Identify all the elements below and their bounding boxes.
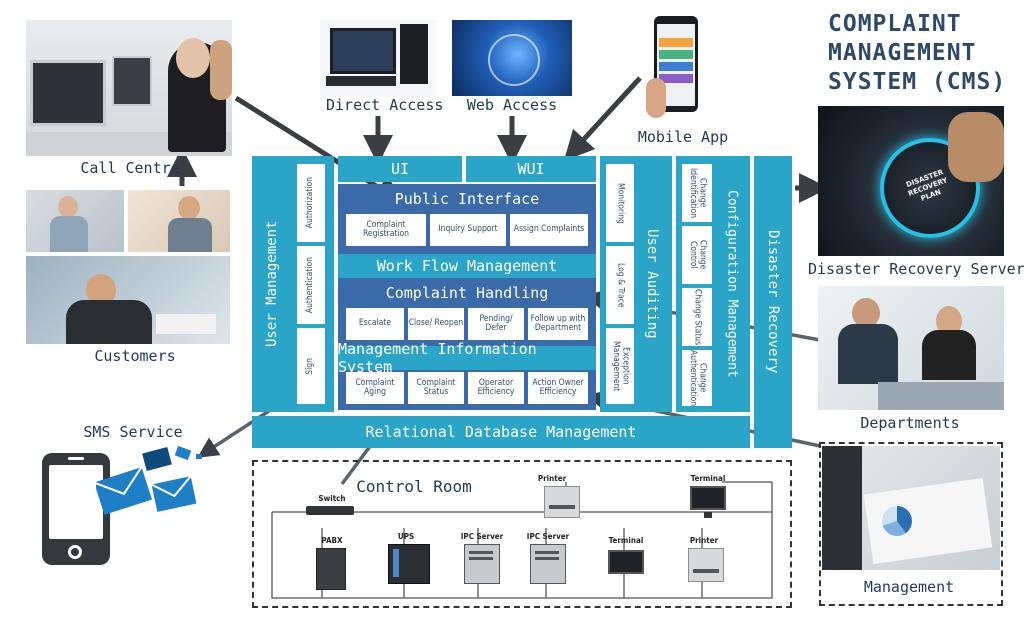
follow-up-box: Follow up with Department — [528, 308, 588, 340]
title-line-2: MANAGEMENT — [828, 40, 977, 66]
title-line-1: COMPLAINT — [828, 11, 962, 37]
disaster-recovery-label: Disaster Recovery — [765, 230, 781, 374]
sign-on-box: Sign — [297, 328, 325, 404]
ipc-server-2-label: IPC Server — [526, 532, 570, 541]
change-control-box: Change Control — [682, 226, 712, 284]
web-access-photo — [452, 20, 572, 96]
ui-bar: UI — [338, 156, 462, 182]
user-auditing-label: User Auditing — [644, 229, 660, 339]
log-trace-box: Log & Trace — [606, 246, 634, 324]
terminal-top-icon — [690, 486, 726, 518]
action-owner-efficiency-box: Action Owner Efficiency — [528, 372, 588, 404]
management-photo — [822, 446, 1000, 570]
monitoring-box: Monitoring — [606, 164, 634, 242]
customer-photo-3 — [26, 256, 230, 344]
control-room-frame — [252, 460, 792, 608]
call-centre-label: Call Centre — [80, 159, 180, 177]
terminal-bottom-label: Terminal — [608, 536, 644, 545]
user-management-label: User Management — [264, 220, 280, 348]
ipc-server-2-icon — [530, 544, 566, 584]
disaster-recovery-server-label: Disaster Recovery Server — [808, 260, 1024, 278]
direct-access-label: Direct Access — [326, 96, 444, 114]
escalate-box: Escalate — [346, 308, 404, 340]
phone-icon — [42, 453, 110, 565]
printer-bottom-label: Printer — [689, 536, 719, 545]
pending-defer-box: Pending/ Defer — [468, 308, 524, 340]
complaint-handling-title: Complaint Handling — [385, 284, 549, 302]
customers-label: Customers — [94, 347, 176, 365]
printer-top-icon — [544, 486, 580, 518]
customer-photo-1 — [26, 190, 124, 252]
terminal-bottom-icon — [608, 550, 644, 574]
pabx-label: PABX — [321, 536, 343, 545]
arrow-mobile-app — [563, 76, 642, 162]
management-frame — [819, 442, 1003, 606]
mobile-app-photo — [646, 14, 710, 122]
ipc-server-1-icon — [464, 544, 500, 584]
ipc-server-1-label: IPC Server — [460, 532, 504, 541]
complaint-registration-box: Complaint Registration — [346, 214, 426, 246]
workflow-bar: Work Flow Management — [338, 254, 596, 278]
inquiry-support-box: Inquiry Support — [430, 214, 506, 246]
web-access-label: Web Access — [466, 96, 558, 114]
pabx-icon — [316, 548, 346, 590]
management-label: Management — [863, 578, 955, 596]
departments-label: Departments — [860, 414, 960, 432]
control-room-title: Control Room — [356, 477, 472, 496]
public-interface-title: Public Interface — [394, 190, 540, 208]
configuration-management-label: Configuration Management — [724, 190, 740, 378]
terminal-top-label: Terminal — [690, 474, 726, 483]
change-authentication-box: Change Authentication — [682, 350, 712, 406]
mis-title: Management Information System — [338, 340, 596, 376]
change-identification-box: Change Identification — [682, 164, 712, 222]
sms-service-label: SMS Service — [83, 423, 183, 441]
page-title: COMPLAINT MANAGEMENT SYSTEM (CMS) — [828, 10, 1018, 97]
printer-bottom-icon — [688, 548, 724, 582]
authorization-box: Authorization — [297, 164, 325, 242]
complaint-aging-box: Complaint Aging — [346, 372, 404, 404]
printer-top-label: Printer — [537, 474, 567, 483]
envelope-icon — [96, 445, 202, 515]
rdbms-bar: Relational Database Management — [252, 416, 750, 448]
ups-icon — [388, 544, 430, 584]
ups-label: UPS — [397, 532, 415, 541]
operator-efficiency-box: Operator Efficiency — [468, 372, 524, 404]
call-centre-photo — [26, 20, 232, 156]
direct-access-photo — [320, 20, 436, 96]
assign-complaints-box: Assign Complaints — [510, 214, 588, 246]
change-status-box: Change Status — [682, 288, 712, 346]
departments-photo — [818, 286, 1004, 410]
title-line-3: SYSTEM (CMS) — [828, 69, 1007, 95]
wui-bar: WUI — [466, 156, 596, 182]
disaster-recovery-panel — [754, 156, 792, 448]
customer-photo-2 — [128, 190, 230, 252]
complaint-status-box: Complaint Status — [408, 372, 464, 404]
authentication-box: Authentication — [297, 246, 325, 324]
switch-icon — [306, 506, 354, 515]
close-reopen-box: Close/ Reopen — [408, 308, 464, 340]
exception-management-box: Exception Management — [606, 328, 634, 404]
switch-label: Switch — [318, 494, 346, 503]
mobile-app-label: Mobile App — [637, 128, 729, 146]
